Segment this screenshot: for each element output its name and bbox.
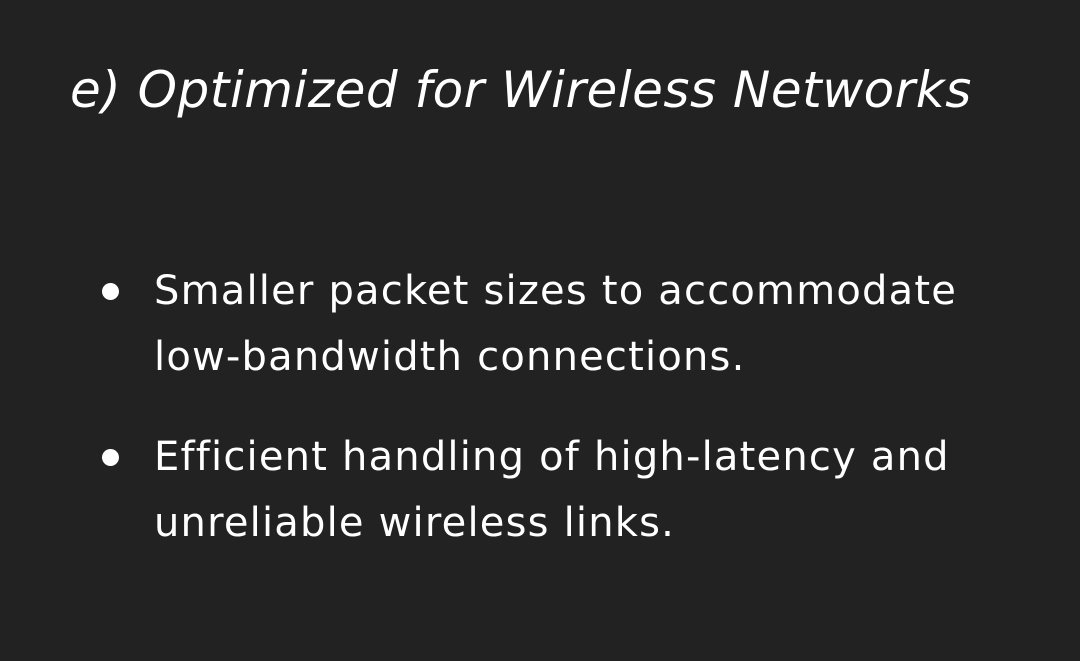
bullet-list: Smaller packet sizes to accommodate low-…	[102, 258, 1002, 590]
bullet-item: Efficient handling of high-latency and u…	[102, 424, 1002, 556]
bullet-text: Efficient handling of high-latency and u…	[154, 434, 950, 546]
bullet-dot-icon	[102, 283, 119, 300]
bullet-text: Smaller packet sizes to accommodate low-…	[154, 268, 958, 380]
bullet-dot-icon	[102, 449, 119, 466]
slide-heading: e) Optimized for Wireless Networks	[70, 61, 972, 119]
bullet-item: Smaller packet sizes to accommodate low-…	[102, 258, 1002, 390]
